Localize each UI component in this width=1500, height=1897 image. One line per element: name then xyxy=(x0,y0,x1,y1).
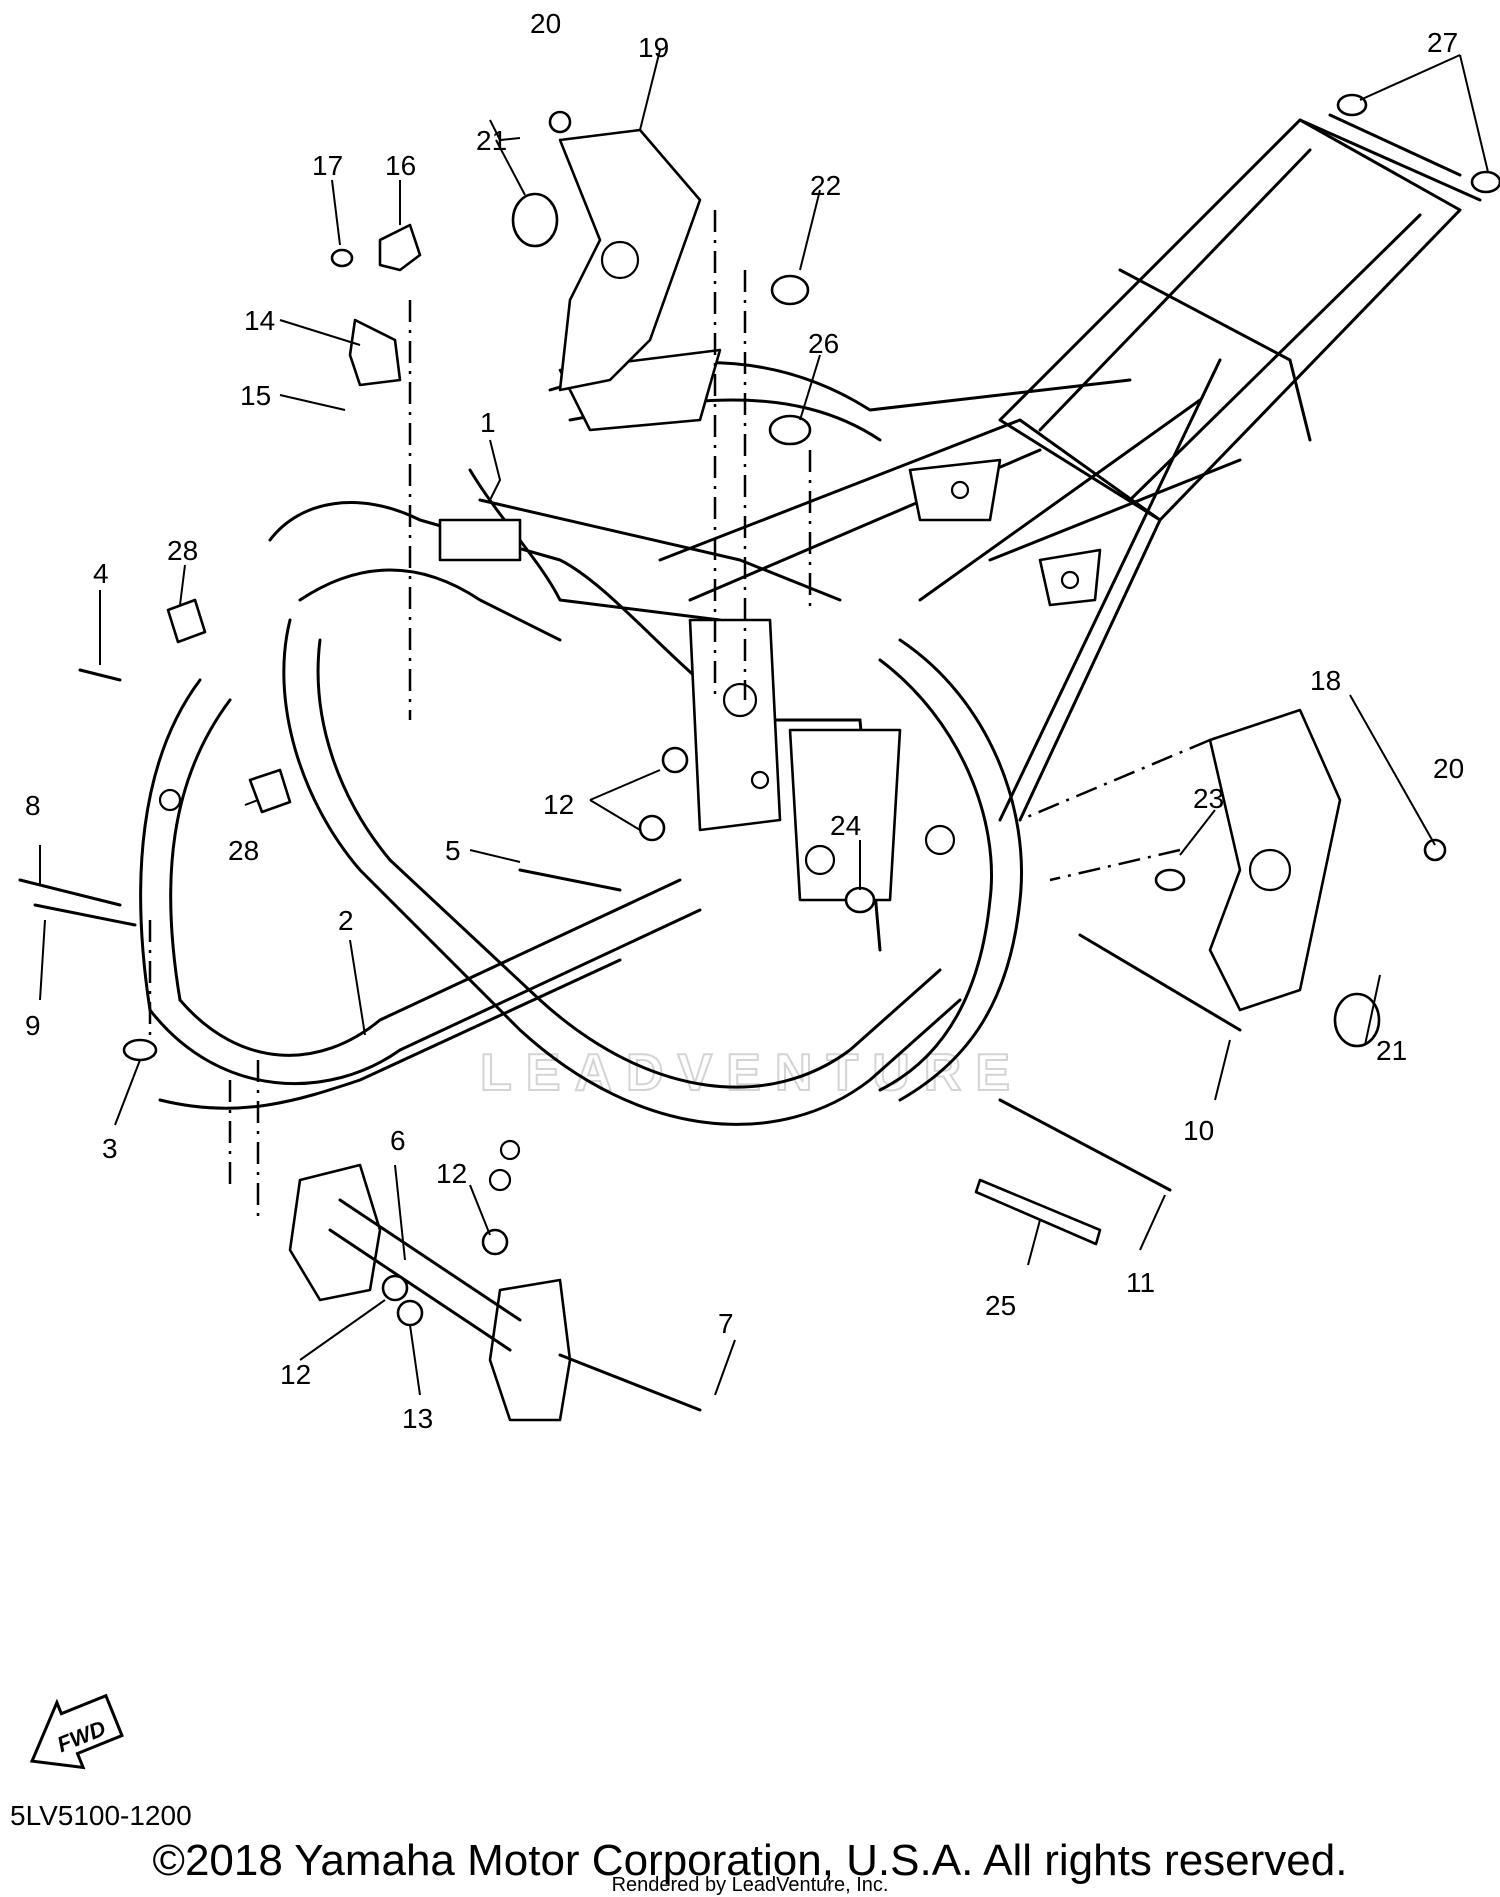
main-frame xyxy=(139,113,1482,1192)
leader-lines xyxy=(39,49,1489,1396)
part-code: 5LV5100-1200 xyxy=(10,1800,192,1831)
callout-20-a: 20 xyxy=(530,8,561,39)
callout-18: 18 xyxy=(1310,665,1341,696)
callout-21-b: 21 xyxy=(1376,1035,1407,1066)
callout-11: 11 xyxy=(1126,1267,1155,1298)
callout-9: 9 xyxy=(25,1010,41,1041)
callout-12-b: 12 xyxy=(436,1158,467,1189)
callout-24: 24 xyxy=(830,810,861,841)
callout-14: 14 xyxy=(244,305,275,336)
callout-8: 8 xyxy=(25,790,41,821)
callout-5: 5 xyxy=(445,835,461,866)
copyright-notice: ©2018 Yamaha Motor Corporation, U.S.A. A… xyxy=(152,1836,1348,1885)
callout-16: 16 xyxy=(385,150,416,181)
callout-7: 7 xyxy=(718,1308,734,1339)
callout-20-b: 20 xyxy=(1433,753,1464,784)
callout-15: 15 xyxy=(240,380,271,411)
alignment-lines xyxy=(148,210,1211,1220)
callout-21-a: 21 xyxy=(476,125,507,156)
callout-4: 4 xyxy=(93,558,109,589)
rendered-by-notice: Rendered by LeadVenture, Inc. xyxy=(611,1874,889,1896)
callout-2: 2 xyxy=(338,905,354,936)
callout-3: 3 xyxy=(102,1133,118,1164)
callout-28-a: 28 xyxy=(167,535,198,566)
callout-23: 23 xyxy=(1193,783,1224,814)
callout-27: 27 xyxy=(1427,27,1458,58)
callout-1: 1 xyxy=(480,407,496,438)
callout-12-a: 12 xyxy=(543,789,574,820)
callout-19: 19 xyxy=(638,32,669,63)
watermark: LEADVENTURE xyxy=(480,1044,1024,1102)
callout-13: 13 xyxy=(402,1403,433,1434)
fwd-arrow-icon: FWD xyxy=(29,1693,124,1770)
callout-12-c: 12 xyxy=(280,1359,311,1390)
callout-numbers: 1 2 3 4 5 6 7 8 9 10 11 12 12 12 12 13 1… xyxy=(25,8,1464,1434)
callout-17: 17 xyxy=(312,150,343,181)
callout-6: 6 xyxy=(390,1125,406,1156)
components xyxy=(18,93,1500,1422)
callout-22: 22 xyxy=(810,170,841,201)
callout-10: 10 xyxy=(1183,1115,1214,1146)
callout-25: 25 xyxy=(985,1290,1016,1321)
callout-26: 26 xyxy=(808,328,839,359)
callout-28-b: 28 xyxy=(228,835,259,866)
